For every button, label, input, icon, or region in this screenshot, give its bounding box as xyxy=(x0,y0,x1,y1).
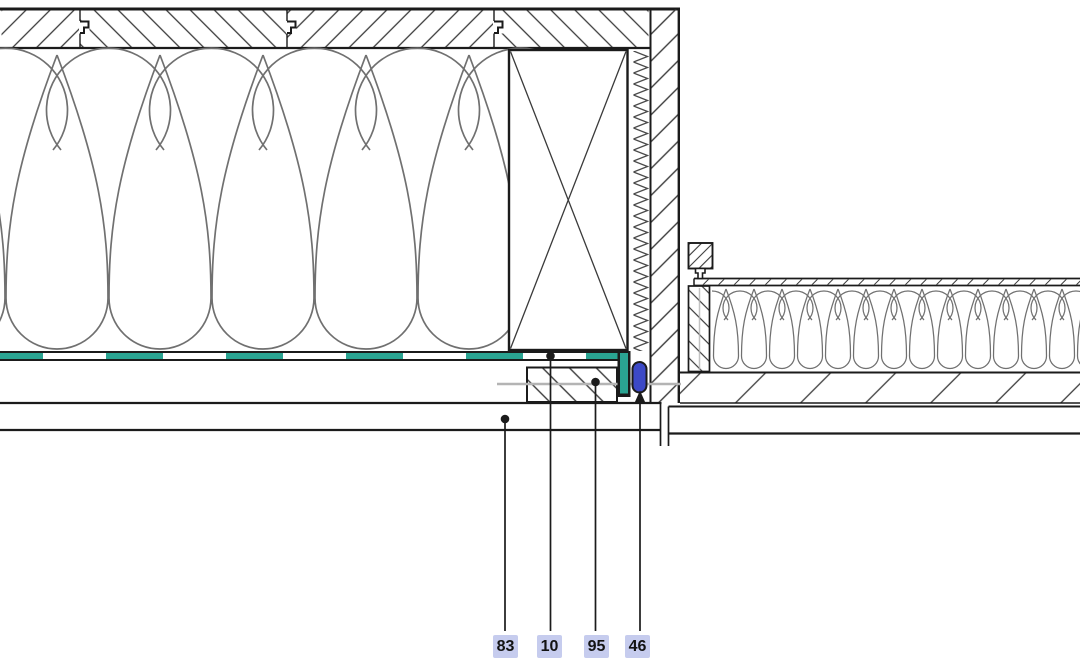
callout-arrow-46 xyxy=(634,390,646,403)
callout-dot-83 xyxy=(500,414,510,424)
compression-tape xyxy=(632,51,649,351)
timber-beam xyxy=(507,48,629,352)
wall-insulation-loops xyxy=(712,286,1080,373)
wall-insulation-assembly xyxy=(680,242,1080,404)
ceiling-lining-right xyxy=(668,405,1080,435)
board-2-hatch xyxy=(80,9,287,48)
callout-label-10[interactable]: 10 xyxy=(537,635,562,658)
vapour-barrier-membrane xyxy=(0,351,631,361)
top-sheet-hatch xyxy=(695,279,1080,285)
wall-hatch xyxy=(651,9,679,403)
bottom-board-hatch xyxy=(680,373,1080,403)
board-joint-2 xyxy=(286,9,297,47)
fixing-pin xyxy=(694,267,706,280)
board-joint-3 xyxy=(493,9,504,47)
callout-label-46[interactable]: 46 xyxy=(625,635,650,658)
fixing-clip xyxy=(687,242,714,270)
board-3-hatch xyxy=(287,9,494,48)
callout-label-83[interactable]: 83 xyxy=(493,635,518,658)
roof-boarding xyxy=(0,7,680,50)
sealant-bead xyxy=(631,361,648,394)
board-joint-1 xyxy=(79,9,90,47)
board-1-hatch xyxy=(1,9,80,48)
callout-dot-10 xyxy=(546,351,555,361)
callout-leaders xyxy=(500,351,646,631)
ceiling-cavity-insulation xyxy=(0,47,584,350)
timber-beam-diagonal-2 xyxy=(509,51,627,349)
callout-label-95[interactable]: 95 xyxy=(584,635,609,658)
board-4-hatch xyxy=(494,9,649,48)
interior-wall xyxy=(649,9,680,403)
callout-dot-95 xyxy=(591,377,600,387)
membrane-corner-leg xyxy=(617,353,631,397)
ceiling-lining-left xyxy=(0,401,670,446)
